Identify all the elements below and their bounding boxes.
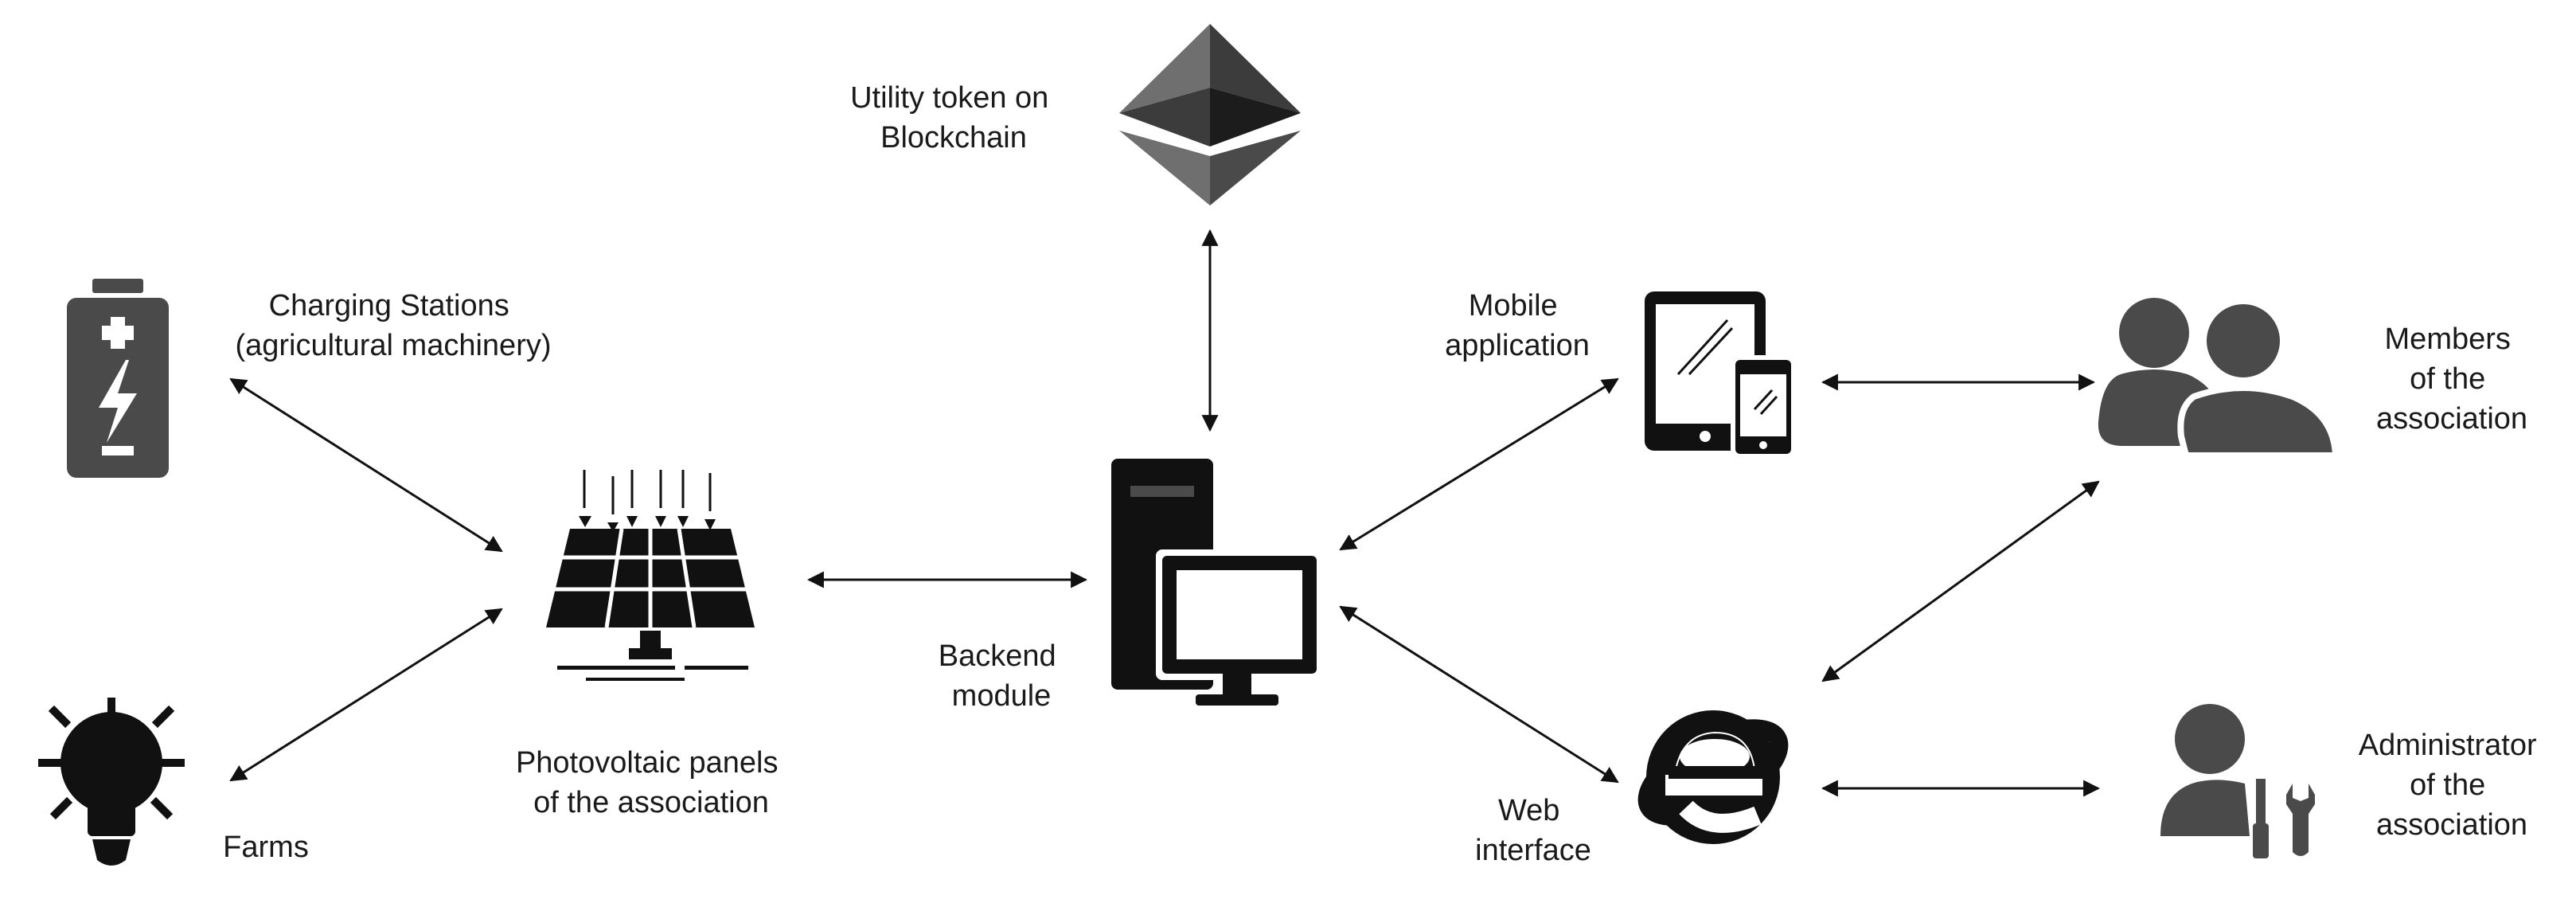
label-farms: Farms	[223, 831, 309, 864]
label-backend-module: Backend module	[939, 639, 1064, 713]
solar-panel-icon	[546, 470, 755, 681]
computer-server-icon	[1111, 459, 1323, 706]
ethereum-icon	[1119, 24, 1301, 205]
users-group-icon	[2098, 298, 2340, 459]
arrow-charging-panels	[229, 377, 503, 553]
label-charging-stations: Charging Stations (agricultural machiner…	[235, 289, 551, 362]
label-mobile-application: Mobile application	[1445, 289, 1590, 362]
connections	[229, 229, 2101, 797]
arrow-web-members	[1821, 480, 2100, 682]
arrow-backend-mobile	[1339, 377, 1619, 551]
tablet-phone-icon	[1645, 291, 1796, 459]
label-administrator: Administrator of the association	[2359, 729, 2545, 842]
diagram-labels: Utility token on Blockchain Charging Sta…	[223, 81, 2545, 867]
label-web-interface: Web interface	[1475, 794, 1591, 867]
battery-charging-icon	[67, 279, 169, 478]
internet-explorer-icon	[1637, 710, 1789, 844]
label-blockchain: Utility token on Blockchain	[850, 81, 1057, 154]
arrow-farms-panels	[229, 608, 503, 782]
label-members: Members of the association	[2376, 323, 2527, 436]
label-photovoltaic-panels: Photovoltaic panels of the association	[516, 746, 786, 819]
admin-tools-icon	[2160, 704, 2315, 858]
arrow-backend-web	[1339, 605, 1619, 784]
light-bulb-icon	[38, 698, 185, 866]
